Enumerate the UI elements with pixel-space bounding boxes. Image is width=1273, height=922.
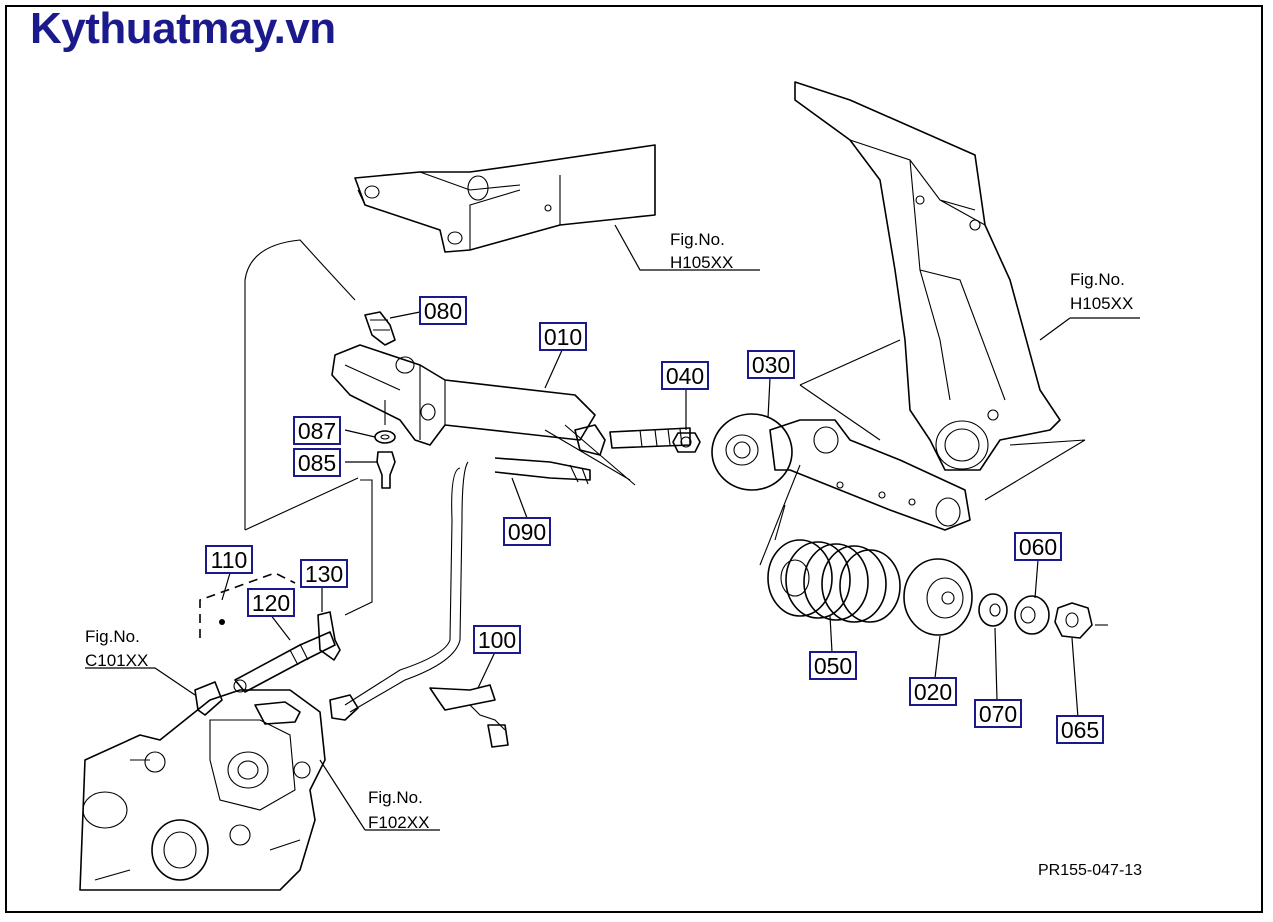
- label-100: 100: [473, 625, 521, 654]
- bushing-040: [672, 432, 701, 453]
- label-070: 070: [974, 699, 1022, 728]
- svg-text:Fig.No.: Fig.No.: [670, 230, 725, 249]
- label-040: 040: [661, 361, 709, 390]
- svg-text:090: 090: [508, 519, 546, 545]
- lift-arm-top: [354, 144, 656, 253]
- label-080: 080: [419, 296, 467, 325]
- svg-text:C101XX: C101XX: [85, 651, 148, 670]
- label-060: 060: [1014, 532, 1062, 561]
- svg-text:080: 080: [424, 298, 462, 324]
- hydraulic-housing: [79, 681, 326, 891]
- svg-text:065: 065: [1061, 717, 1099, 743]
- svg-text:060: 060: [1019, 534, 1057, 560]
- collar-060: [1014, 595, 1050, 635]
- lift-cylinder: [331, 344, 691, 486]
- svg-text:050: 050: [814, 653, 852, 679]
- sensor-100: [429, 684, 509, 748]
- fig-ref-h105-right: Fig.No. H105XX: [1070, 270, 1133, 313]
- spring-cup-020: [903, 558, 973, 636]
- nut-065: [1054, 602, 1108, 639]
- label-030: 030: [747, 350, 795, 379]
- site-title: Kythuatmay.vn: [30, 4, 336, 53]
- svg-text:H105XX: H105XX: [1070, 294, 1133, 313]
- washer-070: [978, 593, 1008, 627]
- label-065: 065: [1056, 715, 1104, 744]
- label-110: 110: [205, 545, 253, 574]
- svg-text:085: 085: [298, 450, 336, 476]
- svg-text:020: 020: [914, 679, 952, 705]
- svg-text:040: 040: [666, 363, 704, 389]
- clamp-130: [317, 479, 373, 661]
- fitting-085: [244, 451, 396, 531]
- svg-text:030: 030: [752, 352, 790, 378]
- fig-ref-f102: Fig.No. F102XX: [368, 788, 429, 832]
- fig-ref-c101: Fig.No. C101XX: [85, 627, 148, 670]
- fitting-080: [244, 239, 396, 530]
- svg-text:Fig.No.: Fig.No.: [85, 627, 140, 646]
- lift-rod-arm: [711, 339, 1086, 531]
- svg-text:110: 110: [211, 547, 248, 573]
- svg-text:087: 087: [298, 418, 336, 444]
- svg-text:070: 070: [979, 701, 1017, 727]
- svg-text:F102XX: F102XX: [368, 813, 429, 832]
- label-050: 050: [809, 651, 857, 680]
- label-130: 130: [300, 559, 348, 588]
- spring-050: [759, 464, 901, 623]
- svg-text:130: 130: [305, 561, 343, 587]
- svg-text:Fig.No.: Fig.No.: [368, 788, 423, 807]
- label-085: 085: [293, 448, 341, 477]
- washer-087: [374, 400, 396, 444]
- svg-text:010: 010: [544, 324, 582, 350]
- label-020: 020: [909, 677, 957, 706]
- label-087: 087: [293, 416, 341, 445]
- svg-text:100: 100: [478, 627, 516, 653]
- pipe-120: [199, 572, 336, 693]
- drawing-code: PR155-047-13: [1038, 862, 1143, 879]
- fig-ref-h105-top: Fig.No. H105XX: [670, 230, 733, 272]
- hose-090: [329, 457, 591, 721]
- label-010: 010: [539, 322, 587, 351]
- label-090: 090: [503, 517, 551, 546]
- lift-arm-right: [794, 81, 1061, 471]
- svg-text:Fig.No.: Fig.No.: [1070, 270, 1125, 289]
- svg-text:120: 120: [252, 590, 290, 616]
- leader-lines: [85, 224, 1140, 831]
- svg-text:H105XX: H105XX: [670, 253, 733, 272]
- label-120: 120: [247, 588, 295, 617]
- drawing-frame: [5, 5, 1263, 913]
